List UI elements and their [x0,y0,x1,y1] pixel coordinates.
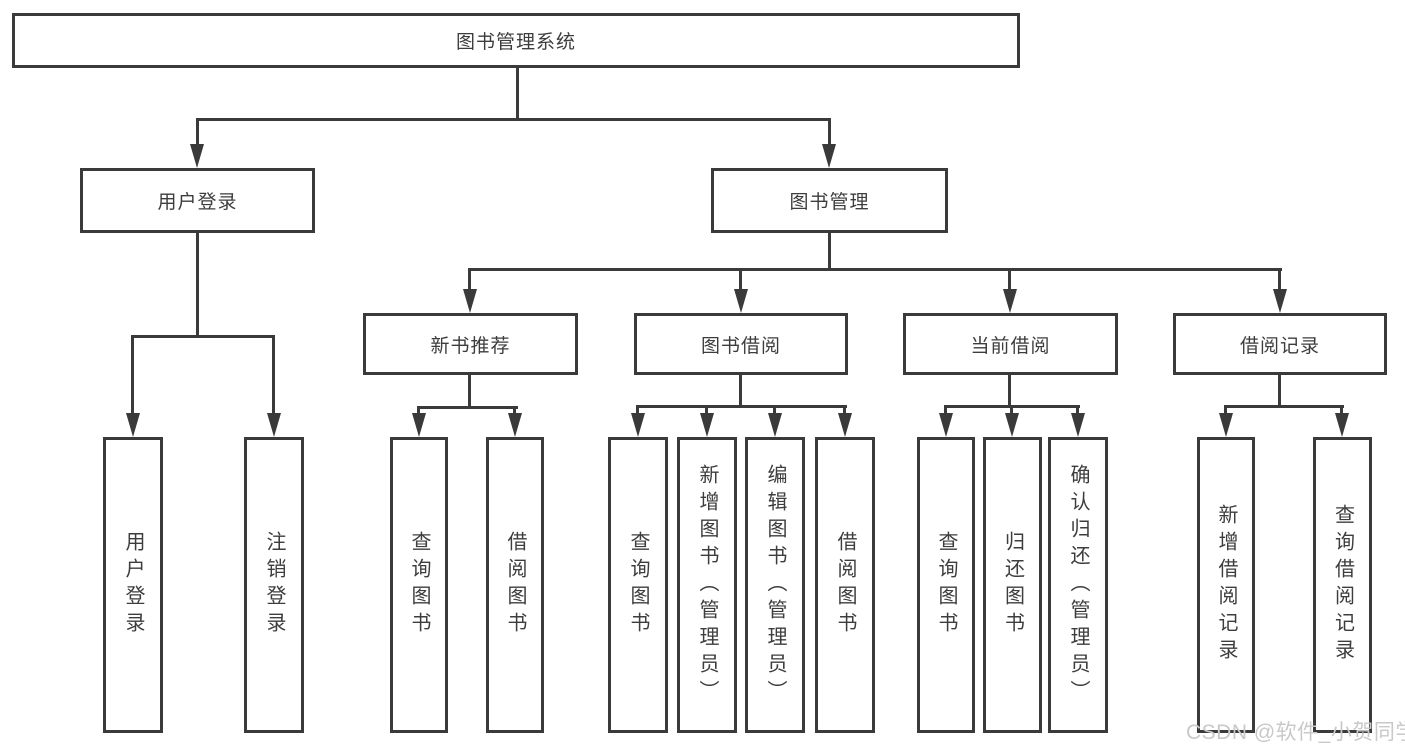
connector-vline [739,375,742,408]
arrow-down-icon [700,413,714,437]
connector-hline [196,118,831,121]
leaf-add-borrow-record: 新增借阅记录 [1197,437,1255,733]
connector-vline [468,375,471,409]
leaf-borrow-books: 借阅图书 [815,437,875,733]
arrow-down-icon [412,413,426,437]
node-borrowing-records: 借阅记录 [1173,313,1387,375]
connector-hline [417,406,518,409]
leaf-logout: 注销登录 [244,437,304,733]
connector-vline [196,233,199,335]
connector-hline [636,405,847,408]
connector-vline [1340,405,1343,416]
connector-vline [944,405,947,416]
node-user-login: 用户登录 [80,168,315,233]
connector-vline [196,118,199,146]
leaf-add-book-admin: 新增图书（管理员） [677,437,737,733]
connector-vline [773,405,776,416]
leaf-return-books: 归还图书 [983,437,1042,733]
connector-vline [468,268,471,292]
connector-vline [1008,375,1011,408]
connector-vline [1008,268,1011,292]
arrow-down-icon [1219,413,1233,437]
leaf-confirm-return-admin: 确认归还（管理员） [1048,437,1108,733]
node-book-borrowing: 图书借阅 [634,313,848,375]
arrow-down-icon [1003,289,1017,313]
connector-vline [843,405,846,416]
arrow-down-icon [1273,289,1287,313]
connector-vline [1278,375,1281,408]
connector-vline [636,405,639,416]
connector-vline [1278,268,1281,292]
node-current-borrowing: 当前借阅 [903,313,1118,375]
leaf-borrow-books-recommend: 借阅图书 [486,437,544,733]
connector-vline [1224,405,1227,416]
arrow-down-icon [1335,413,1349,437]
arrow-down-icon [939,413,953,437]
arrow-down-icon [463,289,477,313]
node-library-management-system: 图书管理系统 [12,13,1020,68]
csdn-watermark: CSDN @软件_小贺同学 [1186,721,1405,744]
connector-hline [468,268,1282,271]
connector-vline [417,406,420,416]
leaf-query-borrow-record: 查询借阅记录 [1313,437,1372,733]
connector-vline [828,118,831,146]
arrow-down-icon [734,289,748,313]
connector-vline [1076,405,1079,416]
leaf-edit-book-admin: 编辑图书（管理员） [745,437,805,733]
node-book-management: 图书管理 [711,168,948,233]
leaf-query-books-borrowing: 查询图书 [608,437,668,733]
leaf-query-books-recommend: 查询图书 [390,437,448,733]
connector-vline [516,68,519,118]
arrow-down-icon [838,413,852,437]
arrow-down-icon [190,144,204,168]
arrow-down-icon [508,413,522,437]
connector-vline [131,335,134,415]
leaf-user-login: 用户登录 [103,437,163,733]
connector-vline [739,268,742,292]
arrow-down-icon [126,413,140,437]
connector-vline [513,406,516,416]
arrow-down-icon [1071,413,1085,437]
connector-vline [272,335,275,415]
node-new-book-recommend: 新书推荐 [363,313,578,375]
connector-vline [705,405,708,416]
connector-vline [828,233,831,271]
connector-hline [131,335,275,338]
arrow-down-icon [267,413,281,437]
connector-vline [1010,405,1013,416]
leaf-query-books-current: 查询图书 [917,437,975,733]
arrow-down-icon [768,413,782,437]
arrow-down-icon [1005,413,1019,437]
connector-hline [1224,405,1344,408]
arrow-down-icon [822,144,836,168]
arrow-down-icon [631,413,645,437]
